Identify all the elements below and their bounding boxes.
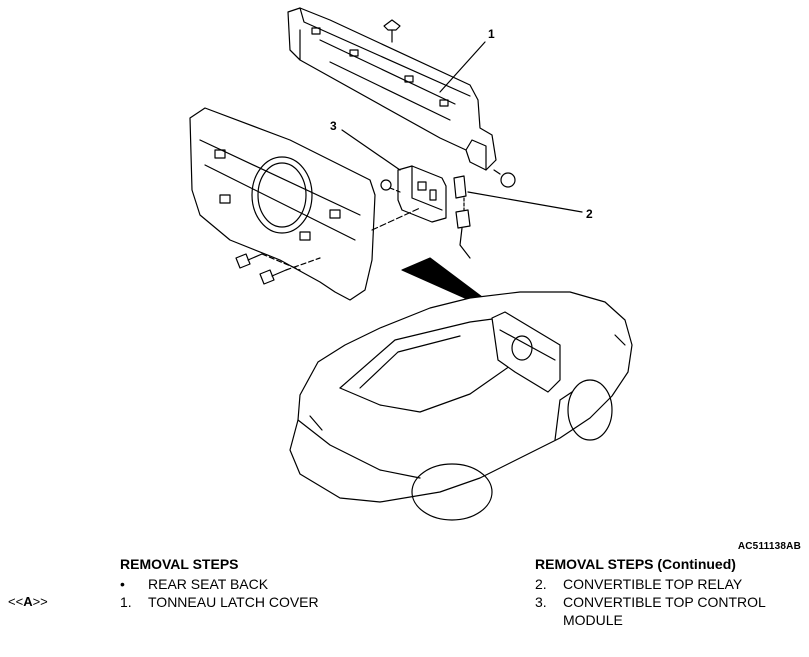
marker-open: << [8, 594, 24, 609]
tonneau-latch-cover-part [287, 7, 497, 171]
exploded-view-diagram: 1 2 3 [189, 7, 633, 521]
leader-line [467, 191, 583, 213]
procedure-marker: <<A>> [8, 594, 48, 609]
leader-line [341, 129, 401, 171]
leader-line [439, 41, 486, 93]
step-text: TONNEAU LATCH COVER [148, 594, 319, 610]
removal-steps-right: REMOVAL STEPS (Continued) 2. CONVERTIBLE… [535, 555, 805, 629]
step-text-continued: MODULE [563, 612, 623, 628]
figure-id: AC511138AB [737, 541, 801, 552]
step-text: CONVERTIBLE TOP RELAY [563, 576, 743, 592]
relay-part [453, 175, 471, 259]
list-item: 2. CONVERTIBLE TOP RELAY [535, 575, 805, 593]
callout-1: 1 [488, 27, 495, 41]
step-number: 3. [535, 594, 547, 610]
rear-panel-bracket-part [189, 107, 376, 301]
step-text: CONVERTIBLE TOP CONTROL [563, 594, 766, 610]
clip-part [383, 19, 401, 43]
list-item: 1. TONNEAU LATCH COVER [120, 593, 420, 611]
car-outline [289, 291, 633, 521]
step-number: 1. [120, 594, 132, 610]
marker-close: >> [32, 594, 48, 609]
clip-part [493, 169, 516, 188]
step-bullet: • [120, 576, 125, 592]
control-module-part [397, 165, 447, 223]
step-number: 2. [535, 576, 547, 592]
removal-steps-title: REMOVAL STEPS [120, 556, 239, 572]
list-item: 3. CONVERTIBLE TOP CONTROL [535, 593, 805, 611]
installed-bracket-in-car [491, 311, 561, 393]
screw-part [380, 179, 392, 191]
callout-2: 2 [586, 207, 593, 221]
step-text: REAR SEAT BACK [148, 576, 269, 592]
marker-letter: A [23, 594, 33, 609]
bolt-part [235, 253, 263, 269]
removal-steps-left: REMOVAL STEPS • REAR SEAT BACK 1. TONNEA… [120, 555, 420, 611]
removal-steps-continued-title: REMOVAL STEPS (Continued) [535, 556, 736, 572]
list-item: • REAR SEAT BACK [120, 575, 420, 593]
bolt-part [259, 269, 287, 285]
callout-3: 3 [330, 119, 337, 133]
